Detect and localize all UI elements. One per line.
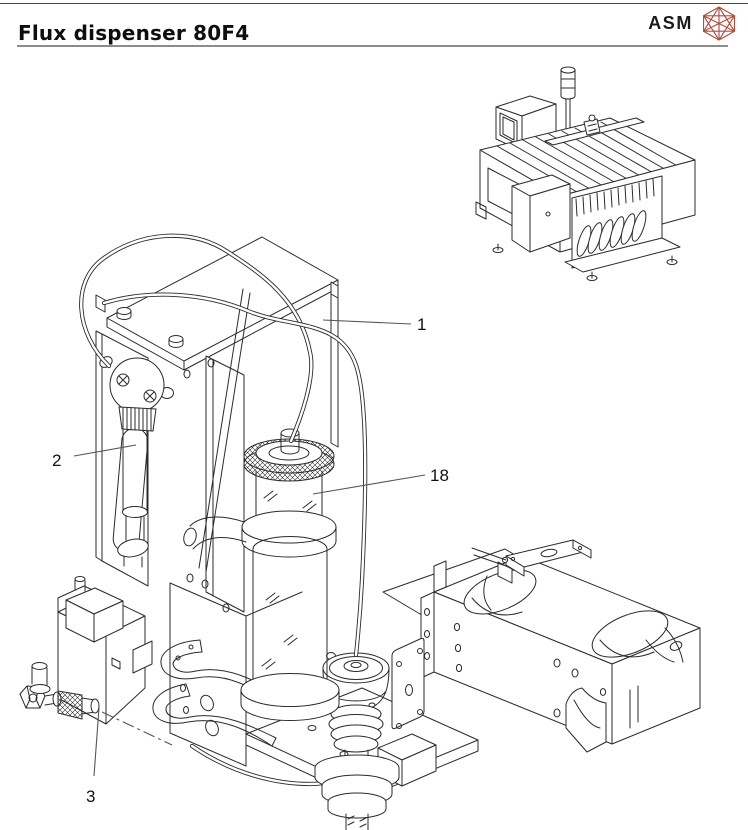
- page-title: Flux dispenser 80F4: [18, 21, 250, 45]
- dispenser-enclosure: [65, 236, 339, 643]
- spray-head-assembly: [152, 637, 425, 830]
- flux-tubing: [79, 233, 368, 658]
- asm-logo-text: ASM: [648, 13, 693, 33]
- callout-label-2: 2: [52, 451, 61, 470]
- callout-leader-line: [312, 474, 426, 495]
- callout-leader-line: [93, 707, 100, 777]
- mounting-frame-block: [420, 539, 701, 753]
- callout-leader-line: [73, 444, 137, 457]
- callout-label-18: 18: [430, 466, 449, 485]
- asm-logo: ASM: [648, 6, 738, 41]
- dispenser-parts-drawing: 1 2 3 18: [19, 233, 701, 830]
- machine-overview-illustration: [475, 66, 696, 281]
- flux-container: [183, 428, 340, 721]
- callout-label-1: 1: [417, 315, 426, 334]
- asm-hexagon-icon: [702, 6, 736, 41]
- header-rule: [17, 45, 728, 47]
- callout-leader-line: [322, 319, 412, 325]
- top-rule: [0, 3, 748, 4]
- callouts: 1 2 3 18: [52, 315, 449, 806]
- callout-label-3: 3: [86, 787, 95, 806]
